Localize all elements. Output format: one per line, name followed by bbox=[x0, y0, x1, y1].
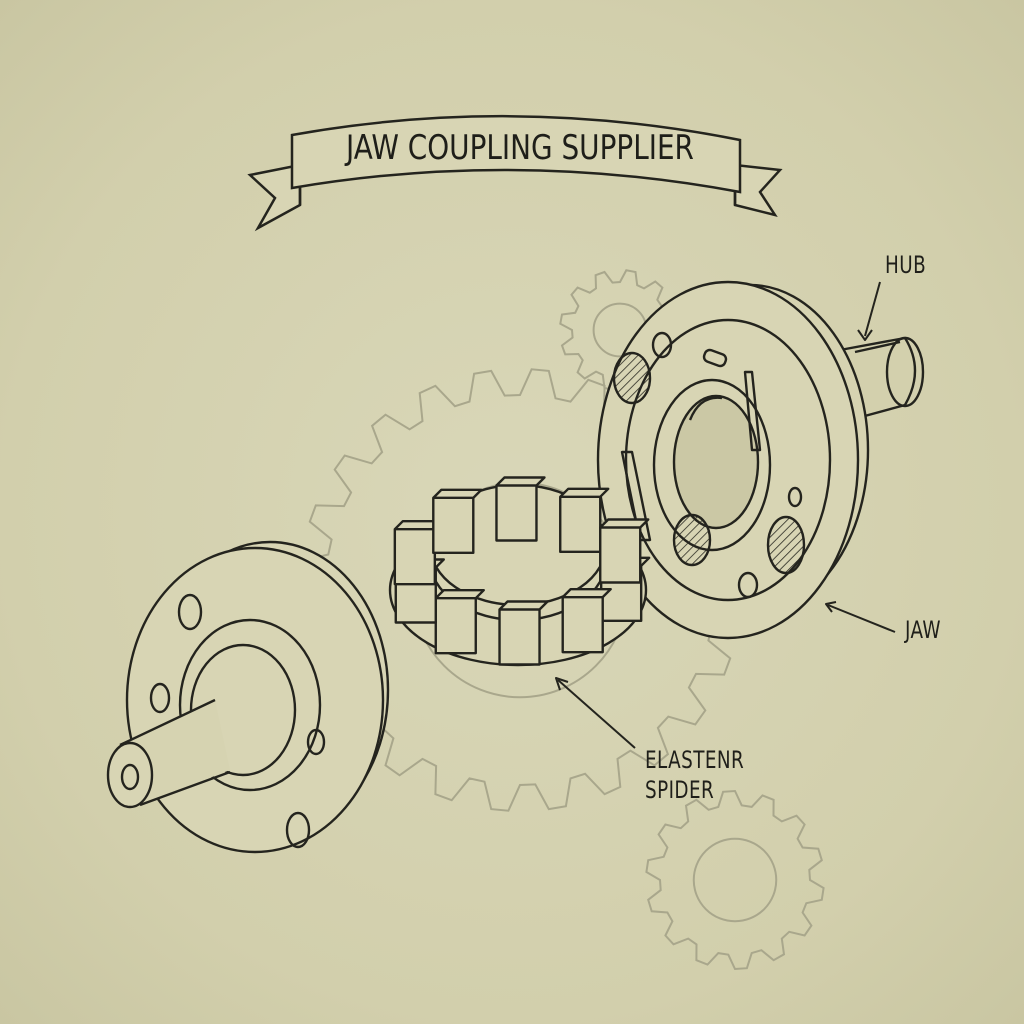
label-jaw: JAW bbox=[905, 616, 941, 644]
spider-tooth bbox=[599, 518, 650, 584]
gear-hub-circle bbox=[692, 837, 778, 923]
leader-lines bbox=[555, 281, 896, 749]
spider-tooth bbox=[561, 587, 612, 654]
label-hub: HUB bbox=[885, 251, 927, 279]
spider-tooth bbox=[432, 488, 483, 555]
elastomer-spider bbox=[388, 476, 651, 667]
label-spider: ELASTENR SPIDER bbox=[645, 745, 744, 805]
spider-tooth bbox=[434, 588, 485, 655]
title: JAW COUPLING SUPPLIER bbox=[346, 128, 694, 168]
spider-tooth bbox=[495, 476, 546, 542]
gear-outline bbox=[645, 789, 825, 971]
jaw-hub-left bbox=[106, 540, 390, 854]
jaw-hub-right bbox=[596, 280, 925, 640]
title-banner bbox=[247, 114, 783, 232]
label-spider-line1: ELASTENR bbox=[645, 746, 745, 774]
label-spider-line2: SPIDER bbox=[645, 776, 715, 804]
spider-tooth bbox=[498, 600, 549, 666]
